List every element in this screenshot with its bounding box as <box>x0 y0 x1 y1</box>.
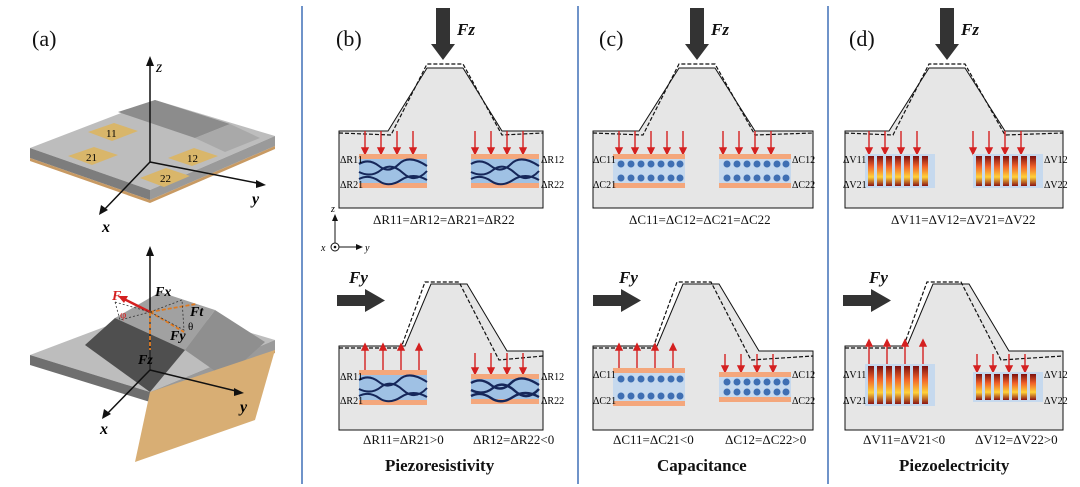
sensor-pad-12: 12 <box>168 148 218 166</box>
mini-coordinate-axes: z y x <box>320 204 370 254</box>
svg-text:Ft: Ft <box>189 305 204 320</box>
fy-arrow <box>337 289 385 312</box>
top-equation: ΔR11=ΔR12=ΔR21=ΔR22 <box>373 212 515 227</box>
axis-y-label: y <box>250 191 260 208</box>
svg-text:ΔR12: ΔR12 <box>541 372 564 383</box>
svg-text:ΔV12: ΔV12 <box>1044 370 1068 381</box>
svg-text:y: y <box>238 399 248 416</box>
axis-z-label: z <box>155 59 163 76</box>
piezoresistive-diagram: ΔR11 ΔR21 ΔR12 ΔR22 z y x <box>320 8 564 431</box>
bottom-left-equation: ΔV11=ΔV21<0 <box>863 432 946 447</box>
svg-text:ΔC11: ΔC11 <box>593 155 616 166</box>
svg-text:ΔV11: ΔV11 <box>843 370 866 381</box>
panel-b: (b) ΔR11 ΔR21 ΔR12 ΔR22 <box>303 0 577 487</box>
svg-text:ΔR11: ΔR11 <box>340 372 363 383</box>
svg-text:ΔC21: ΔC21 <box>593 180 616 191</box>
top-equation: ΔV11=ΔV12=ΔV21=ΔV22 <box>891 212 1036 227</box>
panel-c-label: (c) <box>599 26 624 51</box>
panel-a: (a) 11 12 21 22 z y x <box>0 0 300 487</box>
panel-c: (c) ΔC11 ΔC21 ΔC12 ΔC22 <box>579 0 827 487</box>
charge-dots <box>617 160 790 182</box>
mechanism-title: Piezoelectricity <box>899 456 1010 475</box>
panel-b-label: (b) <box>336 26 362 51</box>
svg-text:ΔC22: ΔC22 <box>792 396 815 407</box>
svg-text:ΔC12: ΔC12 <box>792 155 815 166</box>
fy-label: Fy <box>349 268 368 287</box>
bottom-left-equation: ΔC11=ΔC21<0 <box>613 432 694 447</box>
svg-text:ΔR22: ΔR22 <box>541 180 564 191</box>
bottom-right-equation: ΔR12=ΔR22<0 <box>473 432 555 447</box>
svg-text:x: x <box>99 421 108 438</box>
fz-arrow <box>431 8 455 60</box>
fy-label: Fy <box>619 268 638 287</box>
svg-text:θ: θ <box>188 321 193 333</box>
svg-text:φ: φ <box>120 309 126 321</box>
fz-label: Fz <box>711 20 729 39</box>
capacitive-diagram: ΔC11 ΔC21 ΔC12 ΔC22 ΔC11 ΔC21 <box>592 8 815 431</box>
svg-text:ΔV21: ΔV21 <box>843 396 867 407</box>
svg-text:F: F <box>111 289 122 304</box>
panel-d-label: (d) <box>849 26 875 51</box>
sensor-pad-22: 22 <box>140 168 190 187</box>
svg-text:ΔR11: ΔR11 <box>340 155 363 166</box>
fz-label: Fz <box>961 20 979 39</box>
force-vectors: F Fx Ft Fy Fz φ θ <box>111 285 204 368</box>
svg-text:ΔV12: ΔV12 <box>1044 155 1068 166</box>
bottom-right-equation: ΔC12=ΔC22>0 <box>725 432 807 447</box>
svg-text:ΔV22: ΔV22 <box>1044 396 1068 407</box>
piezoelectric-diagram: ΔV11 ΔV21 ΔV12 ΔV22 ΔV11 ΔV21 ΔV12 ΔV22 <box>843 8 1068 431</box>
svg-text:y: y <box>364 243 370 254</box>
sensor-3d-top: 11 12 21 22 z y x y x <box>30 56 275 462</box>
mechanism-title: Capacitance <box>657 456 747 475</box>
svg-text:ΔV21: ΔV21 <box>843 180 867 191</box>
bottom-left-equation: ΔR11=ΔR21>0 <box>363 432 444 447</box>
sensor-pad-11: 11 <box>88 123 138 141</box>
svg-text:Fz: Fz <box>137 353 153 368</box>
fz-label: Fz <box>457 20 475 39</box>
divider-3 <box>827 6 829 484</box>
svg-text:ΔR12: ΔR12 <box>541 155 564 166</box>
svg-text:12: 12 <box>187 153 198 165</box>
svg-text:ΔV22: ΔV22 <box>1044 180 1068 191</box>
bottom-right-equation: ΔV12=ΔV22>0 <box>975 432 1058 447</box>
svg-text:Fx: Fx <box>154 285 171 300</box>
axis-x-label: x <box>101 219 110 236</box>
svg-text:Fy: Fy <box>169 329 186 344</box>
svg-text:x: x <box>320 243 326 254</box>
sensor-pad-21: 21 <box>68 147 118 165</box>
svg-text:ΔC22: ΔC22 <box>792 180 815 191</box>
svg-text:21: 21 <box>86 152 97 164</box>
svg-text:ΔC21: ΔC21 <box>593 396 616 407</box>
svg-text:11: 11 <box>106 128 117 140</box>
svg-text:ΔR22: ΔR22 <box>541 396 564 407</box>
divider-1 <box>301 6 303 484</box>
panel-d: (d) ΔV11 ΔV21 ΔV12 ΔV22 <box>829 0 1080 487</box>
panel-a-label: (a) <box>32 26 57 51</box>
mechanism-title: Piezoresistivity <box>385 456 495 475</box>
svg-text:ΔC12: ΔC12 <box>792 370 815 381</box>
fy-label: Fy <box>869 268 888 287</box>
svg-text:ΔC11: ΔC11 <box>593 370 616 381</box>
svg-text:ΔV11: ΔV11 <box>843 155 866 166</box>
piezo-columns <box>868 156 1036 186</box>
divider-2 <box>577 6 579 484</box>
svg-text:z: z <box>330 204 335 215</box>
svg-text:ΔR21: ΔR21 <box>340 180 363 191</box>
svg-text:22: 22 <box>160 173 171 185</box>
svg-text:ΔR21: ΔR21 <box>340 396 363 407</box>
top-equation: ΔC11=ΔC12=ΔC21=ΔC22 <box>629 212 771 227</box>
